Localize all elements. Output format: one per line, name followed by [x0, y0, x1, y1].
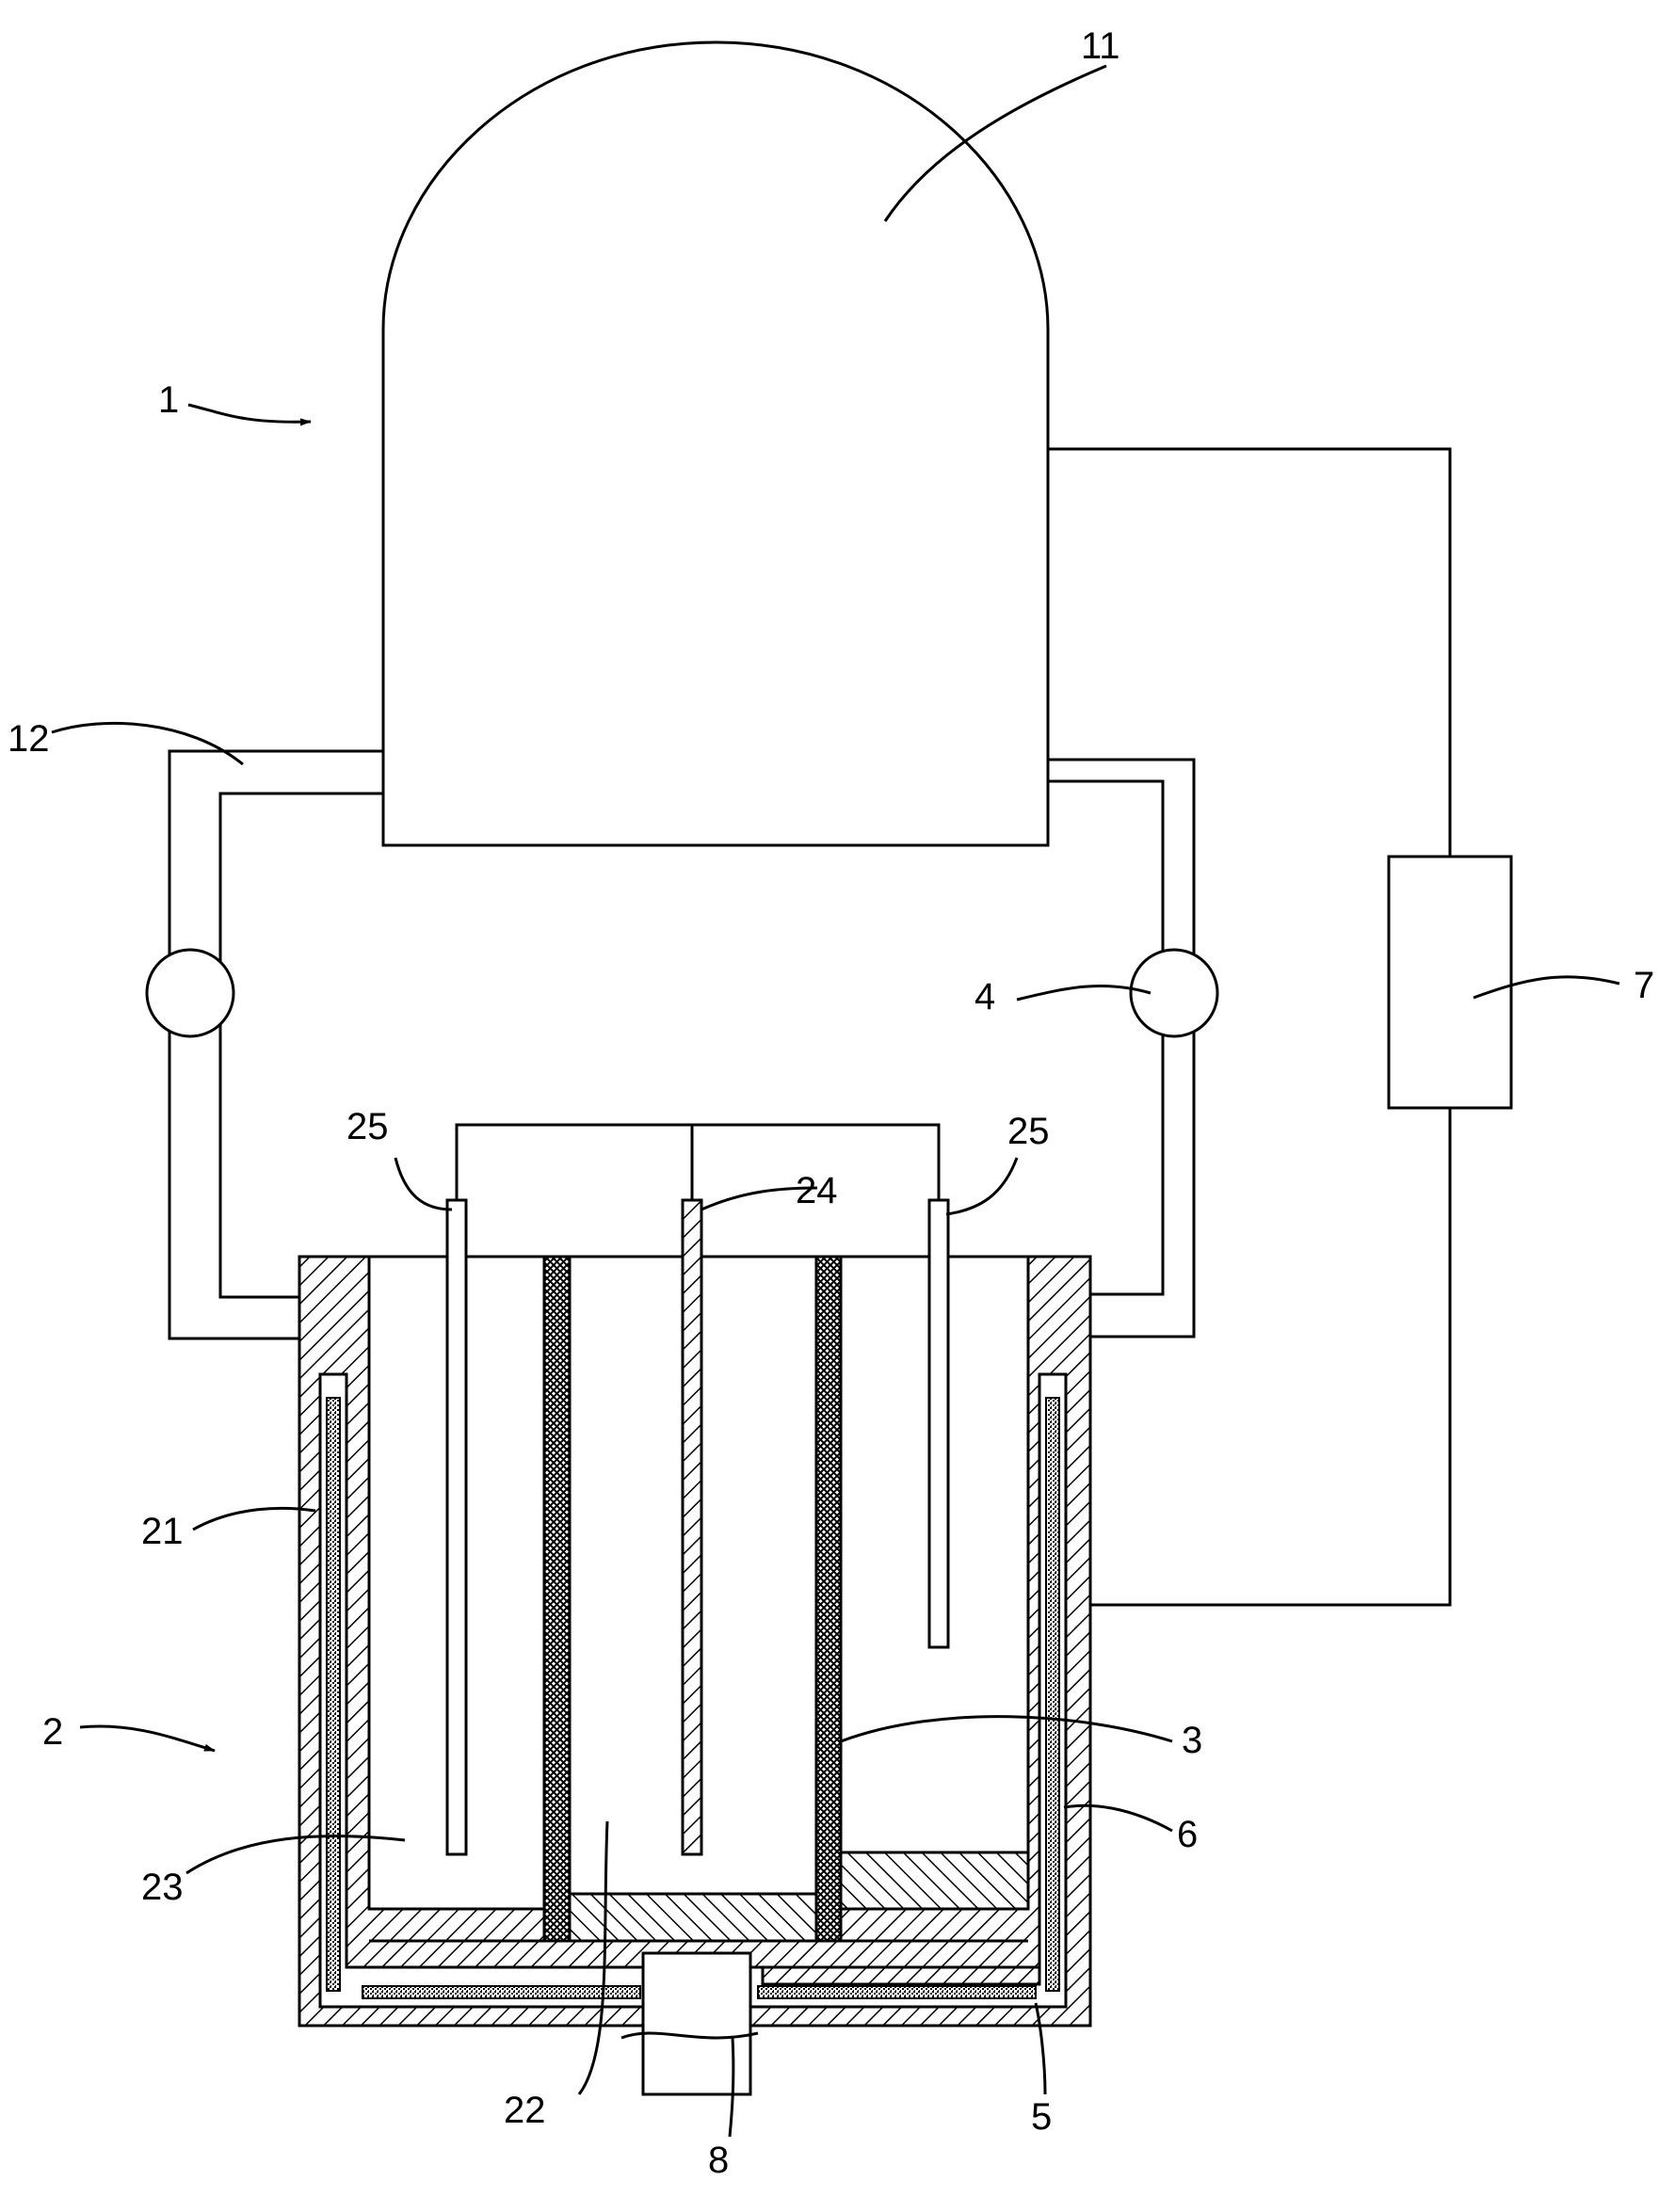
label-23: 23 [141, 1867, 184, 1908]
controller-wire-top [1048, 449, 1450, 857]
melt-right [841, 1852, 1028, 1909]
label-22: 22 [504, 2090, 546, 2131]
label-3: 3 [1182, 1720, 1202, 1761]
separator-wall-right [816, 1257, 841, 1941]
pipe-left-outer [169, 751, 383, 1338]
pipe-right-outer [1048, 760, 1194, 1337]
dome-chamber [383, 42, 1048, 845]
pump-left [147, 950, 234, 1036]
label-4: 4 [974, 976, 995, 1018]
electrode-right [929, 1200, 948, 1647]
label-2: 2 [42, 1711, 63, 1753]
heater-bottom-right [758, 1986, 1036, 1998]
label-6: 6 [1177, 1814, 1198, 1855]
label-5: 5 [1031, 2096, 1052, 2138]
label-7: 7 [1634, 965, 1654, 1006]
heater-right [1046, 1398, 1059, 1991]
heater-left [327, 1398, 340, 1991]
pipe-left-inner [220, 793, 383, 1297]
electrode-bus [457, 1125, 939, 1200]
electrode-left [447, 1200, 466, 1854]
pipe-right-inner [1048, 781, 1163, 1294]
controller-wire-bottom [1090, 1108, 1450, 1605]
label-25-right: 25 [1007, 1111, 1050, 1152]
separator-wall-left [544, 1257, 570, 1941]
label-11: 11 [1081, 25, 1120, 67]
controller-box [1389, 857, 1511, 1108]
heater-bottom-left [362, 1986, 640, 1998]
label-25-left: 25 [346, 1106, 389, 1147]
pump-right [1131, 950, 1217, 1036]
label-21: 21 [141, 1511, 184, 1552]
label-12: 12 [8, 718, 50, 760]
label-1: 1 [158, 379, 179, 421]
label-24: 24 [796, 1170, 838, 1211]
electrode-center [683, 1200, 701, 1854]
label-8: 8 [708, 2140, 729, 2181]
